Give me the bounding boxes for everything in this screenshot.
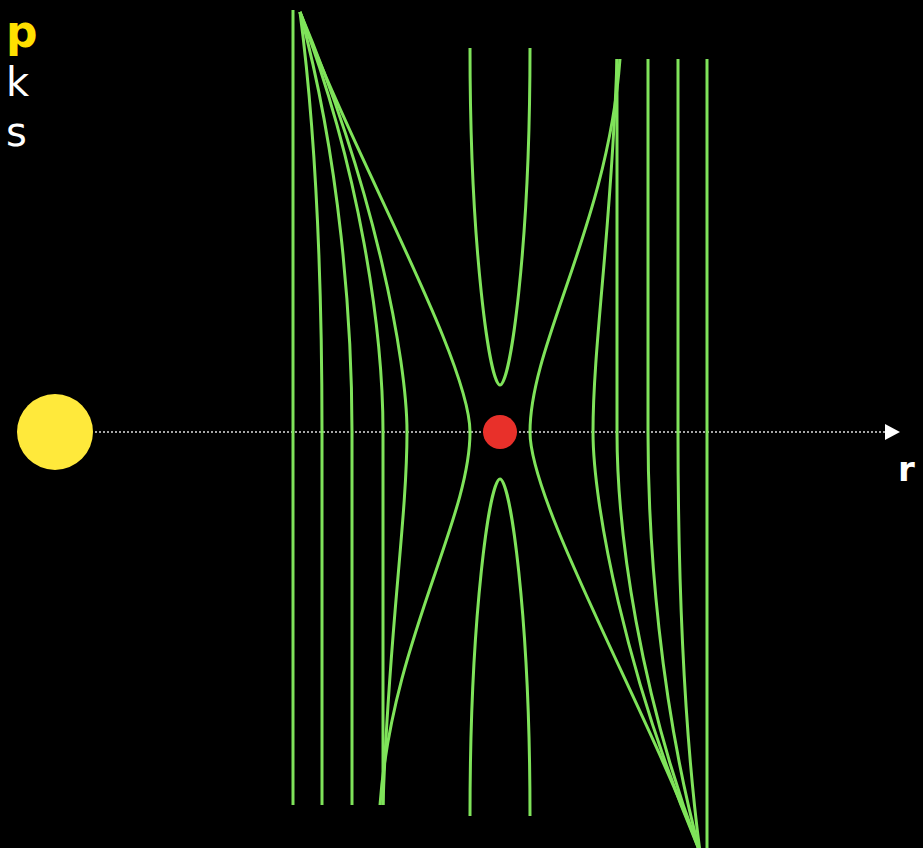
zero-velocity-curves-mirror bbox=[470, 59, 707, 848]
sun bbox=[17, 394, 93, 470]
axis-arrowhead bbox=[885, 424, 900, 440]
zero-velocity-curves bbox=[293, 10, 530, 805]
text-fragment: k bbox=[6, 62, 29, 102]
axis-label: r bbox=[898, 452, 915, 486]
text-fragment: s bbox=[6, 112, 27, 152]
planet bbox=[483, 415, 517, 449]
heading-letter: p bbox=[6, 10, 38, 54]
